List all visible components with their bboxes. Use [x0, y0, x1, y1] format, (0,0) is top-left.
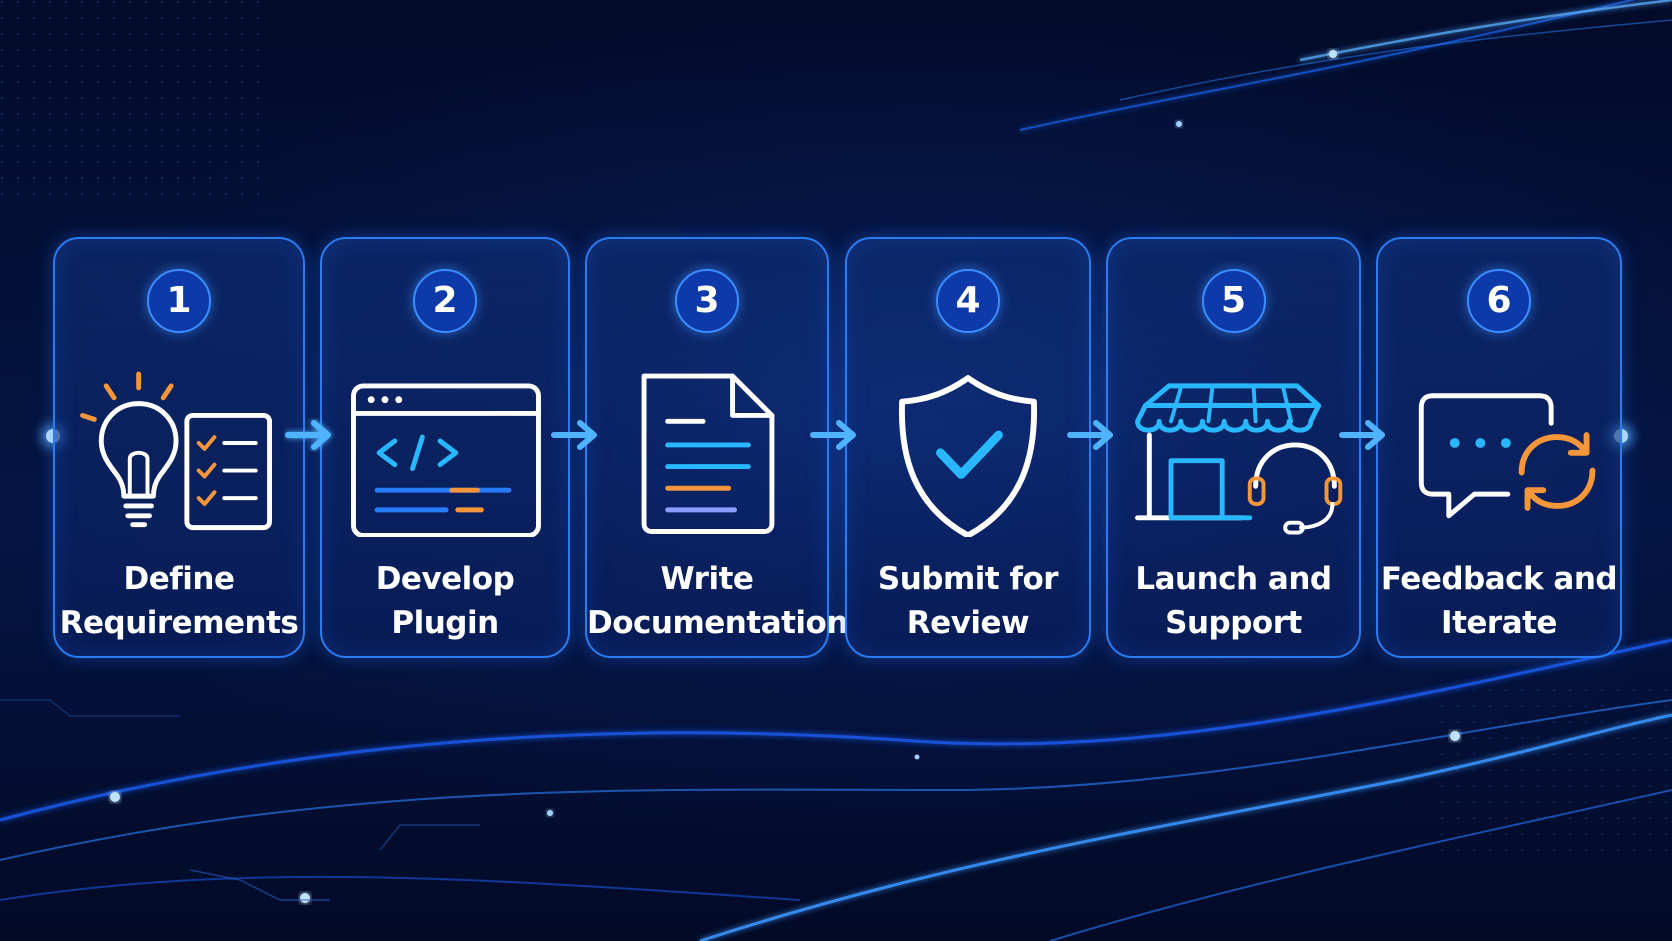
dot-grid-left	[0, 0, 260, 200]
wave-bottom-3	[699, 713, 1672, 941]
glow-dot	[1450, 731, 1460, 741]
circuit-line	[189, 869, 330, 901]
circuit-line	[0, 699, 180, 717]
store-headset-icon	[1135, 383, 1343, 535]
arrow-right-icon	[1067, 420, 1113, 450]
wave-bottom-5	[1049, 789, 1672, 941]
wave-bottom-1	[0, 638, 1672, 822]
step-number-badge: 1	[147, 269, 211, 333]
arrow-right-icon	[551, 420, 597, 450]
step-label: Submit for Review	[847, 557, 1089, 645]
glow-dot	[914, 754, 920, 760]
step-number-badge: 6	[1467, 269, 1531, 333]
glow-dot	[547, 810, 553, 816]
lightbulb-checklist-icon	[80, 371, 272, 531]
step-label-line2: Iterate	[1441, 605, 1557, 641]
step-label-line1: Define	[123, 561, 235, 597]
step-label-line1: Develop	[375, 561, 515, 597]
step-card-1: 1	[53, 237, 305, 658]
wave-bottom-4	[0, 875, 801, 901]
step-number-badge: 5	[1201, 269, 1266, 333]
glow-dot	[300, 893, 310, 903]
shield-check-icon	[898, 375, 1038, 537]
step-number-badge: 4	[936, 269, 1000, 333]
chat-refresh-icon	[1418, 393, 1596, 519]
document-icon	[641, 373, 775, 534]
wave-top-3	[1299, 0, 1672, 62]
step-card-5: 5 L	[1106, 237, 1361, 658]
step-number-badge: 3	[675, 269, 739, 333]
step-label: Write Documentation	[587, 557, 848, 645]
arrow-right-icon	[810, 420, 856, 450]
arrow-right-icon	[285, 420, 331, 450]
step-label: Feedback and Iterate	[1378, 557, 1620, 645]
dot-grid-right	[1440, 680, 1672, 860]
arrow-right-icon	[1339, 420, 1385, 450]
step-card-3: 3 Write Documentation	[585, 237, 848, 658]
step-label: Define Requirements	[55, 557, 303, 645]
glow-dot	[1176, 121, 1182, 127]
glow-dot	[110, 792, 120, 802]
step-label-line2: Support	[1165, 605, 1302, 641]
step-label-line1: Launch and	[1135, 561, 1332, 597]
glow-dot	[1329, 50, 1337, 58]
step-label-line1: Write	[660, 561, 754, 597]
step-label-line1: Feedback and	[1380, 561, 1618, 597]
wave-bottom-2	[0, 699, 1672, 861]
circuit-line	[379, 824, 480, 851]
step-label-line1: Submit for	[877, 561, 1059, 597]
step-card-6: 6 Feedback and Iterate	[1376, 237, 1622, 658]
step-label-line2: Documentation	[587, 605, 848, 641]
step-label: Develop Plugin	[322, 557, 568, 645]
step-label: Launch and Support	[1108, 557, 1359, 645]
step-card-4: 4 Submit for Review	[845, 237, 1091, 658]
step-card-2: 2 Develop Plugin	[320, 237, 570, 658]
step-label-line2: Review	[906, 605, 1030, 641]
step-number-badge: 2	[413, 269, 477, 333]
wave-top-1	[1019, 0, 1636, 131]
wave-top-2	[1119, 19, 1672, 101]
code-window-icon	[351, 383, 541, 537]
step-label-line2: Plugin	[391, 605, 499, 641]
step-label-line2: Requirements	[59, 605, 299, 641]
